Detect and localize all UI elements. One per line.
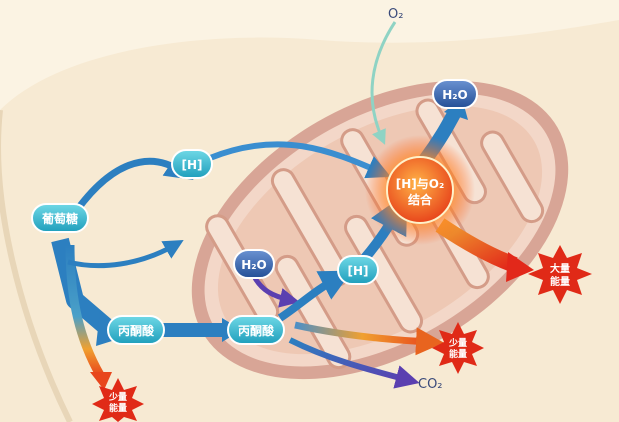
small-energy-cytoplasm-burst: 少量 能量 xyxy=(92,378,144,422)
arrow-glucose-to-h xyxy=(67,152,194,222)
pyruvate-mito-label: 丙酮酸 xyxy=(238,323,275,338)
small-energy-mito-line1: 少量 xyxy=(448,337,467,349)
cell-membrane-line xyxy=(0,110,73,422)
h2o-in-node: H₂O xyxy=(233,249,275,279)
pyruvate-mito-node: 丙酮酸 xyxy=(227,315,285,345)
large-energy-line2: 能量 xyxy=(550,275,570,288)
arrow-pyruvate-to-small-energy xyxy=(294,321,444,356)
combine-core xyxy=(386,156,454,224)
glucose-label: 葡萄糖 xyxy=(41,211,78,226)
o2-arrow xyxy=(370,21,397,145)
o2-label: O₂ xyxy=(388,7,403,22)
arrow-h2o-to-pyruvate xyxy=(252,276,300,308)
arrow-combine-to-large-energy-head xyxy=(506,252,534,282)
small-energy-mito-burst: 少量 能量 xyxy=(432,322,484,374)
large-energy-line1: 大量 xyxy=(550,262,570,275)
combine-text-line2: 结合 xyxy=(408,192,433,207)
arrow-h-to-combine xyxy=(208,141,391,179)
small-energy-mito-line2: 能量 xyxy=(449,348,467,360)
h-mito-label: [H] xyxy=(347,264,368,278)
h2o-in-label: H₂O xyxy=(241,258,267,272)
combine-text-line1: [H]与O₂ xyxy=(396,177,444,191)
arrow-glucose-fan xyxy=(67,240,184,269)
h-mito-node: [H] xyxy=(337,255,379,285)
small-energy-cytoplasm-line1: 少量 xyxy=(108,391,127,403)
h2o-out-node: H₂O xyxy=(432,79,478,109)
arrow-glucose-to-small-energy-head xyxy=(90,372,112,390)
small-energy-cytoplasm-line2: 能量 xyxy=(109,402,127,414)
pyruvate-cytoplasm-node: 丙酮酸 xyxy=(107,315,165,345)
large-energy-burst: 大量 能量 xyxy=(528,245,592,304)
arrow-pyruvate-to-co2 xyxy=(288,337,420,389)
pyruvate-cytoplasm-label: 丙酮酸 xyxy=(118,323,155,338)
h2o-out-label: H₂O xyxy=(442,88,468,102)
glucose-node: 葡萄糖 xyxy=(31,203,89,233)
h-cytoplasm-label: [H] xyxy=(181,158,202,172)
co2-label: CO₂ xyxy=(418,377,443,392)
arrow-pyruvate-to-h xyxy=(277,270,353,322)
h-cytoplasm-node: [H] xyxy=(171,149,213,179)
